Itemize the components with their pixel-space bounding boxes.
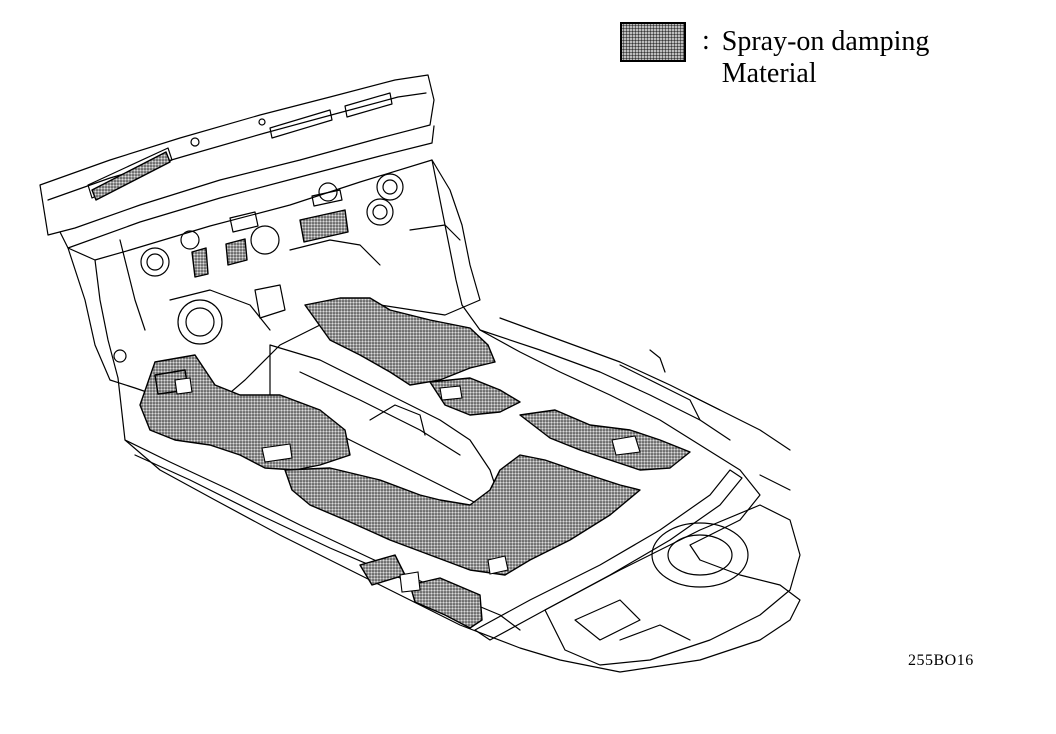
legend-swatch-damping-material — [620, 22, 686, 62]
legend-separator: : — [702, 25, 710, 56]
damping-patch-rear-left-2 — [409, 577, 483, 629]
legend: : Spray-on damping Material — [620, 22, 982, 90]
damping-patch-front-right-floor — [304, 297, 496, 386]
damping-patch-rear-right-floor — [519, 409, 691, 471]
firewall — [67, 159, 481, 411]
damping-patch-front-left-floor — [139, 354, 351, 471]
damping-patch-dash-1 — [191, 247, 209, 278]
legend-label-line1: Spray-on damping — [721, 26, 930, 57]
firewall-opening-left — [140, 247, 170, 277]
spare-wheel-well — [651, 522, 749, 588]
damping-patch-rear-floor-main — [284, 454, 641, 576]
damping-patch-cowl — [91, 151, 171, 201]
floor-outline — [117, 304, 801, 673]
legend-label: Spray-on damping Material — [722, 26, 982, 90]
cowl-vent-left — [87, 147, 173, 199]
damping-patch-dash-3 — [299, 209, 349, 243]
damping-patch-dash-2 — [225, 238, 248, 266]
figure-code: 255BO16 — [908, 652, 974, 669]
dash-upper-panel — [39, 74, 435, 236]
damping-patch-rear-left-1 — [359, 554, 406, 586]
rear-floor — [544, 504, 801, 666]
firewall-opening-right — [376, 173, 404, 201]
legend-label-line2: Material — [721, 58, 817, 89]
